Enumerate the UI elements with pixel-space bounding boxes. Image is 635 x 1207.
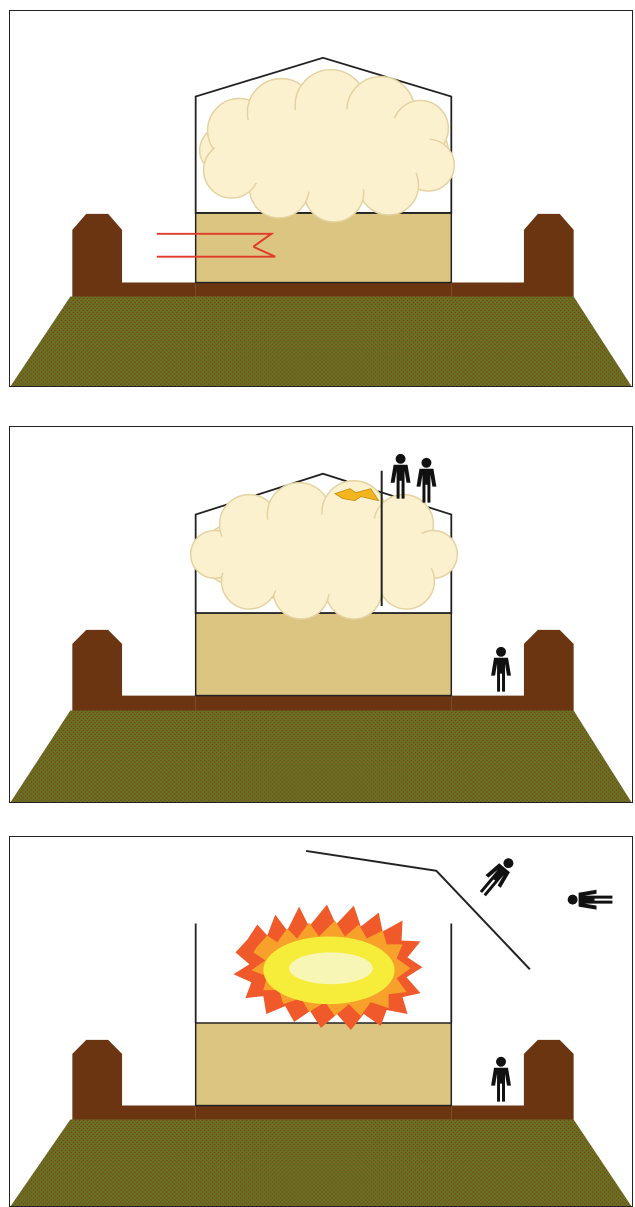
person-icon [568, 890, 613, 910]
person-icon [475, 853, 519, 900]
ground [11, 296, 632, 386]
person-icon [391, 454, 411, 499]
flying-person-horizontal [568, 890, 613, 910]
ground-worker [491, 647, 511, 692]
silo-base-band [196, 1106, 452, 1120]
panel-dust-cloud-heating [9, 10, 633, 387]
panel-explosion [9, 836, 633, 1207]
person-icon [491, 647, 511, 692]
silo-base-band [196, 283, 452, 297]
explosion [233, 905, 422, 1030]
panel-1-drawing [10, 11, 632, 386]
dust-cloud [191, 481, 458, 619]
panel-2-drawing [10, 427, 632, 802]
left-earth-wall [72, 214, 195, 297]
ground [11, 710, 632, 802]
right-earth-wall [451, 214, 573, 297]
silo-content [196, 613, 452, 696]
right-earth-wall [451, 630, 573, 711]
panel-3-drawing [10, 837, 632, 1206]
left-earth-wall [72, 1040, 195, 1120]
silo-base-band [196, 696, 452, 711]
ground [11, 1119, 632, 1206]
person-icon [416, 458, 436, 503]
ground-worker [491, 1057, 511, 1102]
flying-person-diving [475, 853, 519, 900]
roof-workers [391, 454, 437, 503]
left-earth-wall [72, 630, 195, 711]
right-earth-wall [451, 1040, 573, 1120]
person-icon [491, 1057, 511, 1102]
silo-content [196, 1023, 452, 1106]
silo-content [196, 213, 452, 283]
panel-ignition-with-workers [9, 426, 633, 803]
